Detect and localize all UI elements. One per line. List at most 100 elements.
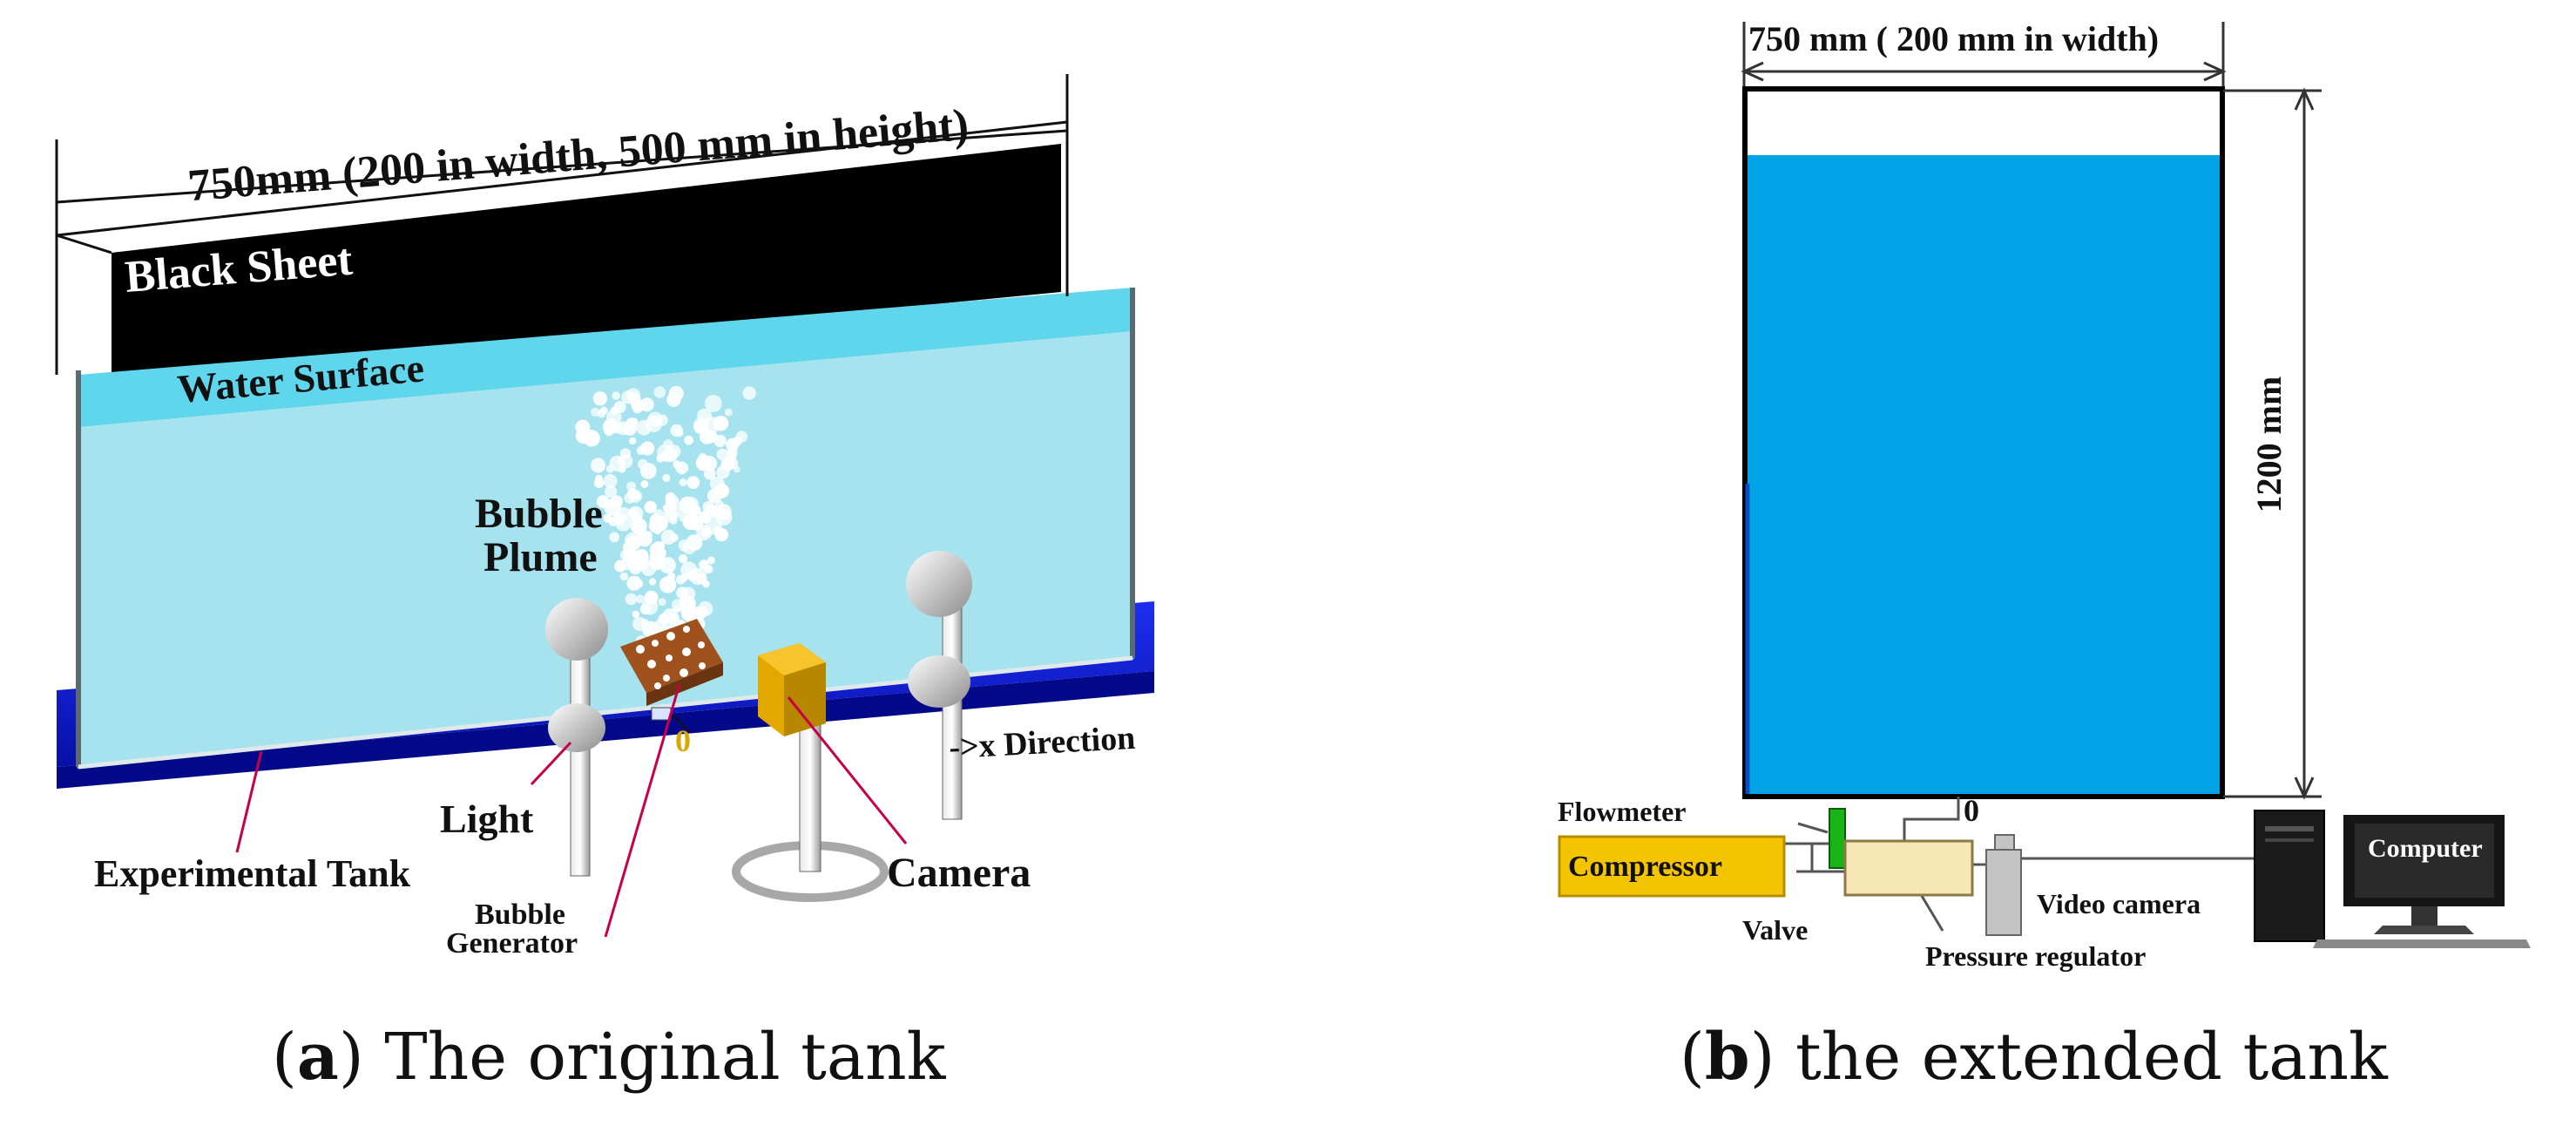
bubble [658, 598, 666, 607]
bubble [609, 455, 625, 471]
bubble [673, 618, 681, 627]
bubble [591, 458, 606, 473]
bubble [684, 435, 693, 445]
bubble [629, 437, 637, 445]
water-surface-strip [78, 288, 1132, 427]
bubble [689, 607, 706, 622]
bubble [602, 418, 619, 435]
bubble [712, 505, 726, 519]
bubble [614, 560, 626, 573]
bubble [636, 445, 646, 456]
bubble [619, 448, 632, 459]
bubble [679, 595, 696, 613]
bubble [657, 444, 674, 462]
bubble [628, 507, 638, 518]
bubble [700, 429, 714, 444]
bubble [647, 411, 663, 427]
bubble [575, 419, 591, 435]
bubble [726, 438, 740, 451]
caption-b: (b) the extended tank [1680, 1020, 2389, 1095]
bubble [663, 508, 678, 523]
experimental-tank-label: Experimental Tank [94, 852, 411, 895]
caption-a-letter: a [297, 1020, 339, 1095]
video-camera [1985, 834, 2022, 936]
bubble [705, 395, 722, 412]
panel-a-diagram: 750mm (200 in width, 500 mm in height) B… [55, 74, 1154, 1095]
bubble [675, 429, 684, 438]
black-sheet [112, 144, 1061, 383]
bubble [709, 476, 725, 492]
camera-label: Camera [887, 850, 1031, 896]
bubble [713, 434, 727, 448]
bubble-plume-label-line1: Bubble [475, 491, 603, 537]
bubble [653, 386, 666, 398]
bubble [675, 461, 689, 475]
bubble [639, 463, 657, 479]
bubble [704, 565, 713, 574]
panel-a-leader-lines [235, 683, 908, 938]
bubble [626, 575, 642, 591]
bubble [659, 576, 677, 594]
bubble-plume-label-line2: Plume [483, 534, 598, 580]
compressor-label: Compressor [1568, 851, 1722, 883]
light-left [545, 598, 608, 877]
bubble [612, 512, 625, 526]
width-dimension-label: 750 mm ( 200 mm in width) [1748, 19, 2159, 58]
bubble [644, 500, 657, 514]
bubble [629, 489, 642, 503]
bubble [682, 541, 696, 555]
flowmeter-label: Flowmeter [1558, 796, 1686, 827]
bubble [707, 556, 715, 565]
bubble [679, 478, 687, 486]
bubble [683, 497, 700, 512]
bubble [596, 495, 610, 509]
light-right [906, 551, 972, 820]
video-camera-label: Video camera [2037, 888, 2201, 919]
valve-label: Valve [1742, 914, 1808, 946]
caption-b-letter: b [1705, 1020, 1750, 1095]
extended-tank-water [1748, 155, 2220, 794]
bubble [724, 408, 733, 417]
bubble [612, 391, 620, 400]
pressure-regulator-label: Pressure regulator [1925, 940, 2146, 972]
bubble [627, 550, 635, 558]
bubble [657, 541, 666, 550]
bubble [610, 406, 619, 416]
camera-stand [732, 643, 889, 902]
caption-a: (a) The original tank [272, 1020, 947, 1095]
bubble [713, 416, 729, 431]
bubble [649, 550, 666, 566]
bubble [697, 408, 713, 424]
bubble [649, 513, 662, 526]
bubble [593, 478, 605, 489]
bubble [592, 391, 608, 406]
height-dimension-label: 1200 mm [2249, 376, 2289, 513]
bubble [626, 535, 641, 551]
bubble [603, 513, 612, 523]
tank-dimension-lines [55, 74, 1069, 375]
bubble-generator [620, 619, 723, 706]
width-dimension-lines [1741, 22, 2227, 92]
bubble [640, 618, 649, 627]
caption-a-text: ) The original tank [339, 1020, 947, 1095]
origin-label-a: 0 [675, 723, 691, 758]
pressure-regulator-box [1843, 839, 1974, 897]
bubble [686, 569, 699, 581]
caption-b-text: ) the extended tank [1750, 1020, 2389, 1095]
bubble [609, 532, 620, 543]
bubble [616, 421, 631, 436]
bubble [679, 510, 692, 524]
bubble [641, 598, 659, 615]
bubble [648, 578, 657, 586]
light-label: Light [440, 797, 534, 841]
bubble [626, 481, 637, 492]
bubble [662, 473, 671, 482]
bubble-generator-label-line2: Generator [446, 927, 578, 960]
bubble [688, 512, 699, 522]
height-dimension-lines [2223, 87, 2322, 800]
x-direction-label: ->x Direction [948, 720, 1136, 766]
bubble [629, 393, 638, 402]
bubble [686, 476, 700, 489]
bubble [605, 485, 618, 499]
